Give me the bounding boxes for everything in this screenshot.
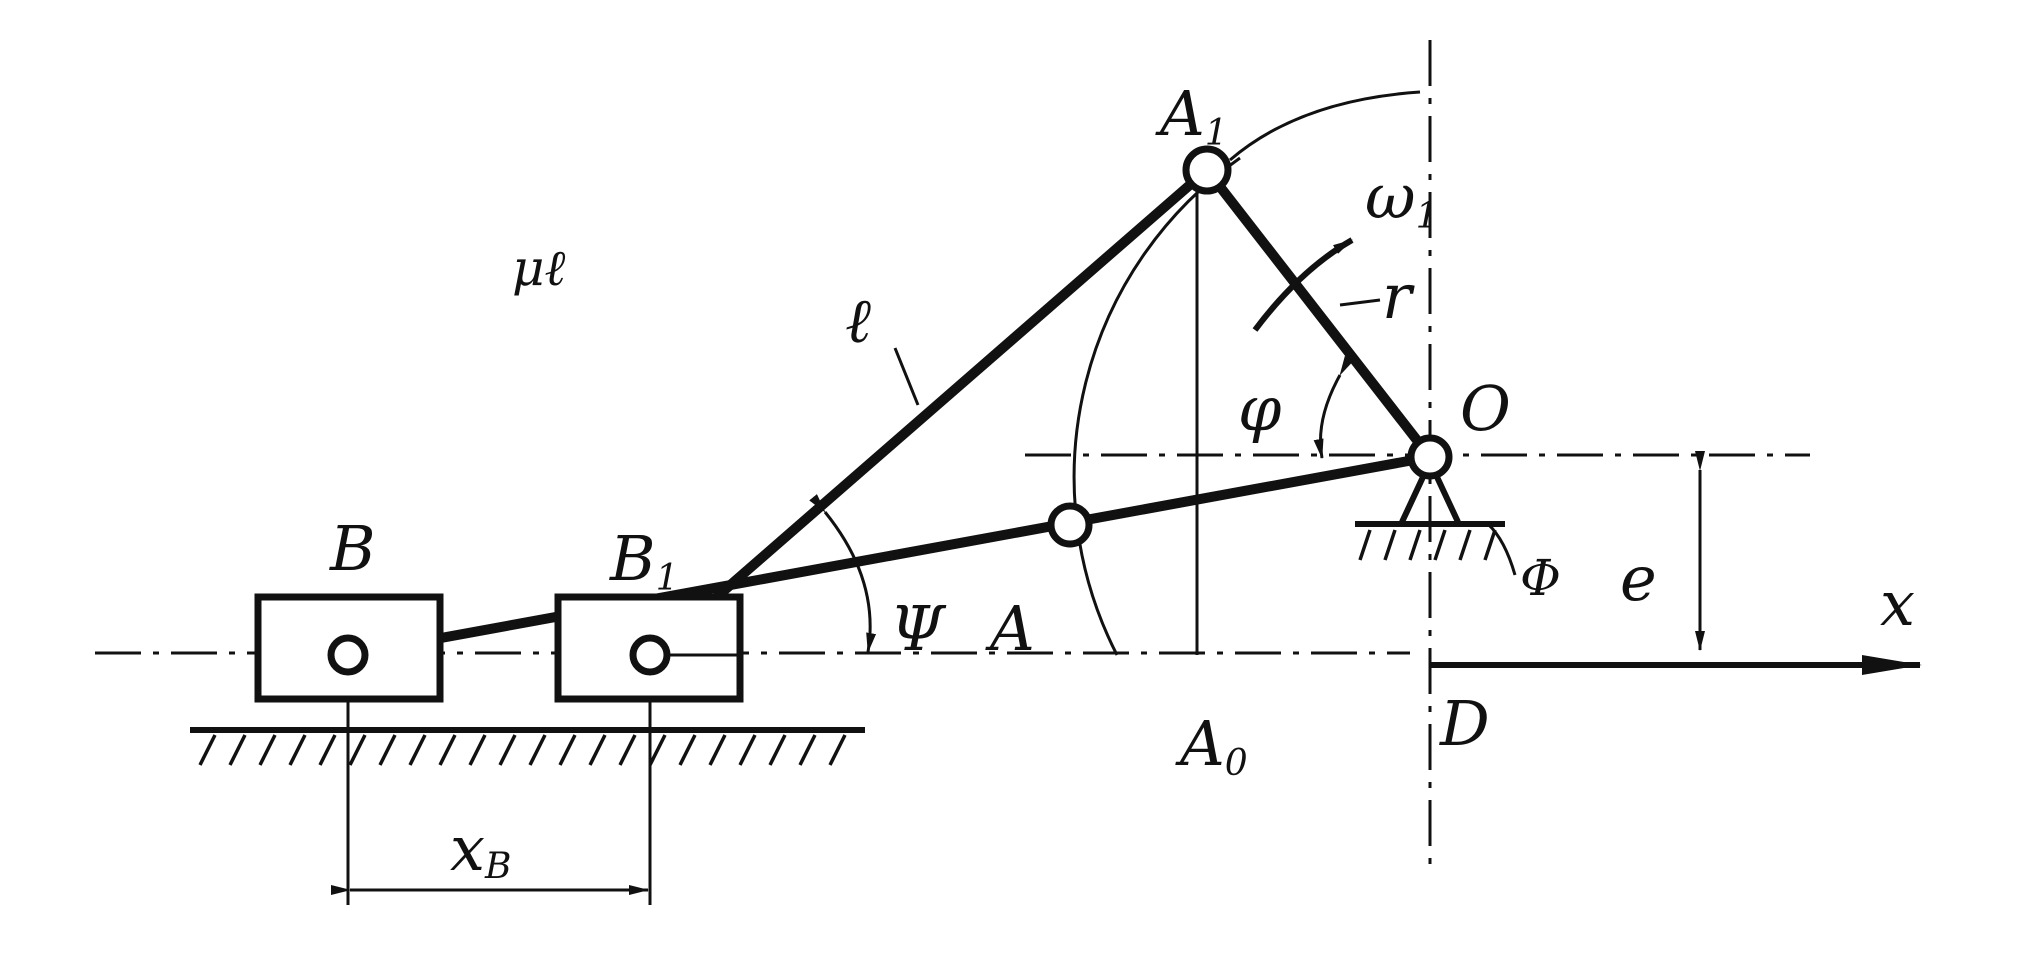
label-slider-b: B xyxy=(329,512,376,585)
label-omega: ω1 xyxy=(1365,160,1438,237)
slider-guide-hatching xyxy=(198,734,847,766)
joint-b1 xyxy=(629,634,671,676)
radius-r-leader xyxy=(1339,298,1381,307)
label-point-a1: A1 xyxy=(1155,77,1228,154)
label-link-l: ℓ xyxy=(845,284,871,357)
label-point-o: O xyxy=(1460,372,1511,445)
angle-psi-arc xyxy=(809,494,877,653)
pivot-support-o xyxy=(1355,454,1517,576)
label-point-d: D xyxy=(1439,687,1490,760)
omega-rotation-arrow xyxy=(1252,237,1354,332)
crank-o-a1 xyxy=(1202,165,1435,462)
crank-circle-arc-top xyxy=(1229,90,1421,162)
label-dim-xb: xB xyxy=(450,812,511,887)
joint-a xyxy=(1047,502,1093,548)
connecting-rod-b-a xyxy=(343,452,1435,660)
label-angle-phi: φ xyxy=(1238,372,1282,445)
label-support-phi: Φ xyxy=(1520,549,1561,607)
joint-b xyxy=(327,634,369,676)
label-slider-b1: B1 xyxy=(609,522,678,599)
connecting-rod-b1-a1 xyxy=(645,165,1212,660)
label-axis-x: x xyxy=(1880,567,1915,640)
label-scale-mu-l: μℓ xyxy=(512,239,565,297)
joint-o xyxy=(1407,434,1453,480)
angle-phi-arc xyxy=(1313,355,1354,459)
crank-circle-arc xyxy=(1072,156,1241,656)
label-offset-e: e xyxy=(1620,542,1657,615)
label-angle-psi: Ψ xyxy=(890,592,947,665)
label-point-a: A xyxy=(985,592,1035,665)
link-l-leader xyxy=(893,347,920,406)
joint-a1 xyxy=(1182,145,1232,195)
label-radius-r: r xyxy=(1382,260,1415,333)
label-point-a0: A0 xyxy=(1175,707,1248,784)
